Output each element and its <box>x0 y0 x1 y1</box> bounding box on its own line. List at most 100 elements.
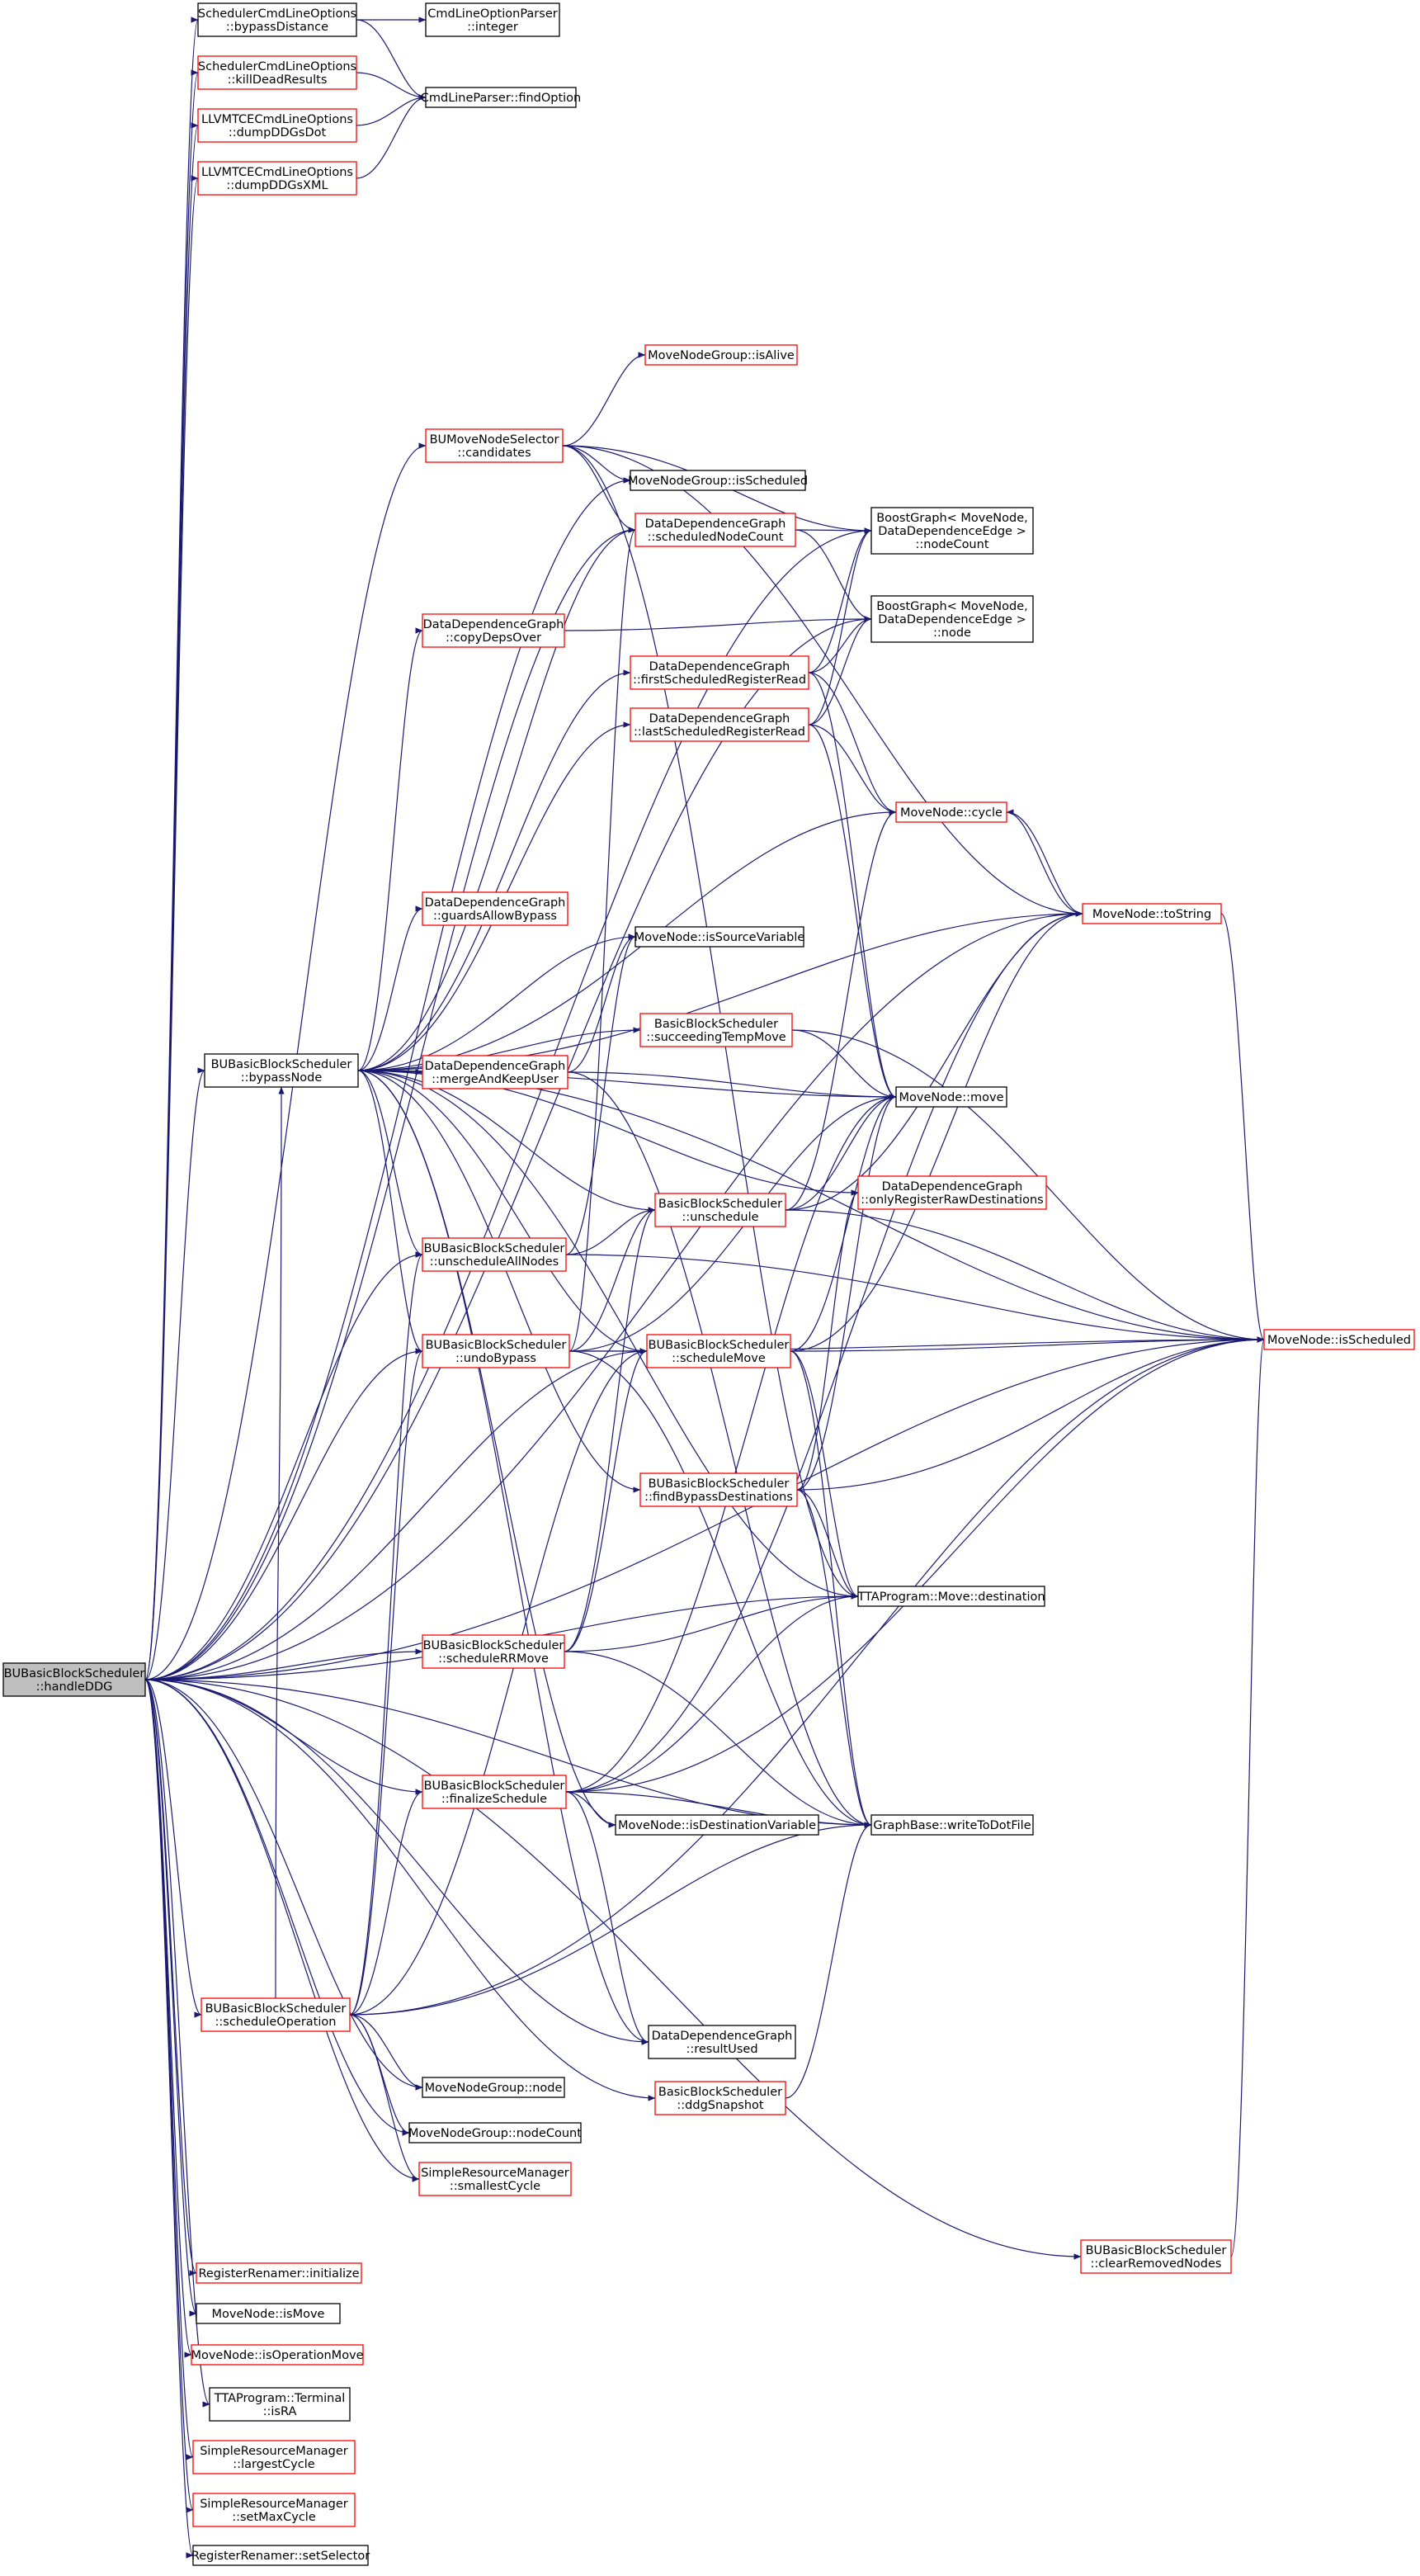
graph-node-isDestinationVariable[interactable]: MoveNode::isDestinationVariable <box>615 1814 819 1836</box>
graph-node-integer[interactable]: CmdLineOptionParser::integer <box>425 2 560 37</box>
graph-node-cycle[interactable]: MoveNode::cycle <box>895 801 1007 823</box>
call-edge-candidates-to-isAlive <box>562 352 646 447</box>
node-label-line: ::guardsAllowBypass <box>433 910 557 923</box>
node-box <box>895 801 1007 823</box>
graph-node-copyDepsOver[interactable]: DataDependenceGraph::copyDepsOver <box>422 613 565 648</box>
graph-node-dumpDDGsDot[interactable]: LLVMTCECmdLineOptions::dumpDDGsDot <box>197 108 357 143</box>
node-box <box>425 428 564 463</box>
call-edge-finalizeSchedule-to-toString <box>565 910 1083 1793</box>
graph-node-unschedule[interactable]: BasicBlockScheduler::unschedule <box>654 1193 786 1227</box>
node-label-line: BasicBlockScheduler <box>654 1018 778 1031</box>
graph-node-mngNode[interactable]: MoveNodeGroup::node <box>422 2077 565 2098</box>
graph-node-succeedingTempMove[interactable]: BasicBlockScheduler::succeedingTempMove <box>639 1013 793 1047</box>
call-edge-scheduleOperation-to-mngNode <box>349 2014 423 2091</box>
call-edge-scheduleMove-to-isScheduledNode <box>790 1336 1265 1352</box>
node-label-line: LLVMTCECmdLineOptions <box>201 113 353 126</box>
graph-node-scheduleOperation[interactable]: BUBasicBlockScheduler::scheduleOperation <box>200 1997 351 2032</box>
graph-node-undoBypass[interactable]: BUBasicBlockScheduler::undoBypass <box>422 1334 570 1368</box>
graph-node-scheduleRRMove[interactable]: BUBasicBlockScheduler::scheduleRRMove <box>422 1634 565 1669</box>
graph-node-findOption[interactable]: CmdLineParser::findOption <box>421 87 581 108</box>
node-box <box>870 1814 1034 1836</box>
graph-node-unscheduleAllNodes[interactable]: BUBasicBlockScheduler::unscheduleAllNode… <box>422 1237 567 1272</box>
graph-node-initialize[interactable]: RegisterRenamer::initialize <box>196 2262 362 2284</box>
node-box <box>1082 903 1222 924</box>
graph-node-lastScheduledRegisterRead[interactable]: DataDependenceGraph::lastScheduledRegist… <box>630 707 809 742</box>
graph-node-writeToDotFile[interactable]: GraphBase::writeToDotFile <box>870 1814 1034 1836</box>
graph-node-bypassNode[interactable]: BUBasicBlockScheduler::bypassNode <box>204 1053 359 1088</box>
node-box <box>422 1055 568 1089</box>
call-edge-bypassNode-to-undoBypass <box>357 1070 423 1354</box>
graph-node-setSelector[interactable]: RegisterRenamer::setSelector <box>191 2545 370 2566</box>
call-edge-finalizeSchedule-to-move <box>565 1094 897 1793</box>
graph-node-guardsAllowBypass[interactable]: DataDependenceGraph::guardsAllowBypass <box>422 891 568 926</box>
node-box <box>196 2303 341 2324</box>
graph-node-destination[interactable]: TTAProgram::Move::destination <box>856 1586 1045 1607</box>
node-box <box>2 1662 146 1697</box>
node-label-line: DataDependenceGraph <box>649 660 790 674</box>
graph-node-dumpDDGsXML[interactable]: LLVMTCECmdLineOptions::dumpDDGsXML <box>197 161 357 196</box>
node-label-line: BUBasicBlockScheduler <box>424 1242 565 1255</box>
graph-node-finalizeSchedule[interactable]: BUBasicBlockScheduler::finalizeSchedule <box>422 1775 567 1809</box>
graph-node-firstScheduledRegisterRead[interactable]: DataDependenceGraph::firstScheduledRegis… <box>630 655 809 690</box>
graph-node-smallestCycle[interactable]: SimpleResourceManager::smallestCycle <box>418 2162 572 2196</box>
graph-node-bgNodeCount[interactable]: BoostGraph< MoveNode,DataDependenceEdge … <box>870 507 1034 555</box>
graph-node-move[interactable]: MoveNode::move <box>895 1086 1007 1108</box>
graph-node-mngNodeCount[interactable]: MoveNodeGroup::nodeCount <box>408 2122 582 2144</box>
graph-node-findBypassDestinations[interactable]: BUBasicBlockScheduler::findBypassDestina… <box>639 1472 798 1507</box>
graph-node-ddgSnapshot[interactable]: BasicBlockScheduler::ddgSnapshot <box>654 2081 786 2115</box>
node-label-line: ::unscheduleAllNodes <box>430 1255 559 1269</box>
call-edge-unscheduleAllNodes-to-unschedule <box>565 1207 656 1255</box>
graph-node-isScheduledNode[interactable]: MoveNode::isScheduled <box>1263 1329 1415 1350</box>
graph-node-onlyRegisterRawDestinations[interactable]: DataDependenceGraph::onlyRegisterRawDest… <box>857 1175 1047 1210</box>
node-label-line: ::unschedule <box>682 1211 758 1224</box>
graph-node-isRA[interactable]: TTAProgram::Terminal::isRA <box>209 2387 351 2422</box>
node-label-line: MoveNode::isDestinationVariable <box>618 1819 816 1832</box>
graph-node-isScheduledGroup[interactable]: MoveNodeGroup::isScheduled <box>628 470 808 491</box>
node-label-line: BoostGraph< MoveNode, <box>876 600 1028 613</box>
call-edge-scheduleMove-to-destination <box>790 1350 859 1600</box>
node-label-line: DataDependenceGraph <box>425 1060 566 1073</box>
node-label-line: DataDependenceGraph <box>425 896 566 910</box>
call-edge-handleDDG-to-clearRemovedNodes <box>144 1679 1082 2260</box>
call-edge-bypassDistance-to-findOption <box>356 19 427 101</box>
graph-node-clearRemovedNodes[interactable]: BUBasicBlockScheduler::clearRemovedNodes <box>1080 2239 1232 2274</box>
graph-node-isMove[interactable]: MoveNode::isMove <box>196 2303 341 2324</box>
node-label-line: BUBasicBlockScheduler <box>423 1639 564 1652</box>
graph-node-toString[interactable]: MoveNode::toString <box>1082 903 1222 924</box>
node-box <box>422 1775 567 1809</box>
node-box <box>870 507 1034 555</box>
call-edge-clearRemovedNodes-to-isScheduledNode <box>1230 1337 1265 2257</box>
call-edge-succeedingTempMove-to-move <box>791 1029 897 1100</box>
call-edge-finalizeSchedule-to-writeToDotFile <box>565 1791 872 1828</box>
graph-node-resultUsed[interactable]: DataDependenceGraph::resultUsed <box>648 2025 796 2059</box>
call-edge-candidates-to-isScheduledGroup <box>562 445 631 484</box>
call-edge-undoBypass-to-scheduledNodeCount <box>568 527 636 1352</box>
node-label-line: ::scheduleRRMove <box>438 1652 549 1666</box>
graph-node-scheduledNodeCount[interactable]: DataDependenceGraph::scheduledNodeCount <box>635 513 796 547</box>
node-label-line: ::killDeadResults <box>228 73 328 87</box>
node-label-line: CmdLineOptionParser <box>427 7 557 21</box>
node-box <box>639 1472 798 1507</box>
graph-node-isSourceVariable[interactable]: MoveNode::isSourceVariable <box>635 926 805 948</box>
call-edge-findBypassDestinations-to-writeToDotFile <box>796 1489 872 1828</box>
node-box <box>197 161 357 196</box>
node-box <box>895 1086 1007 1108</box>
node-label-line: MoveNode::isScheduled <box>1267 1334 1411 1347</box>
node-label-line: DataDependenceGraph <box>652 2030 793 2043</box>
graph-node-setMaxCycle[interactable]: SimpleResourceManager::setMaxCycle <box>192 2493 356 2527</box>
graph-node-bypassDistance[interactable]: SchedulerCmdLineOptions::bypassDistance <box>197 2 357 37</box>
graph-node-scheduleMove[interactable]: BUBasicBlockScheduler::scheduleMove <box>646 1334 791 1368</box>
node-box <box>857 1586 1045 1607</box>
call-edge-bypassNode-to-resultUsed <box>357 1070 649 2045</box>
graph-node-killDeadResults[interactable]: SchedulerCmdLineOptions::killDeadResults <box>197 55 357 90</box>
node-label-line: MoveNodeGroup::isAlive <box>648 349 795 362</box>
graph-node-candidates[interactable]: BUMoveNodeSelector::candidates <box>425 428 564 463</box>
call-edge-handleDDG-to-bypassNode <box>144 1067 205 1680</box>
graph-node-isAlive[interactable]: MoveNodeGroup::isAlive <box>644 344 798 366</box>
node-label-line: ::lastScheduledRegisterRead <box>634 726 805 739</box>
call-edge-scheduleRRMove-to-writeToDotFile <box>564 1651 872 1828</box>
graph-node-bgNode[interactable]: BoostGraph< MoveNode,DataDependenceEdge … <box>870 595 1034 643</box>
graph-node-largestCycle[interactable]: SimpleResourceManager::largestCycle <box>192 2440 356 2474</box>
graph-node-mergeAndKeepUser[interactable]: DataDependenceGraph::mergeAndKeepUser <box>422 1055 568 1089</box>
graph-node-isOperationMove[interactable]: MoveNode::isOperationMove <box>191 2344 364 2366</box>
